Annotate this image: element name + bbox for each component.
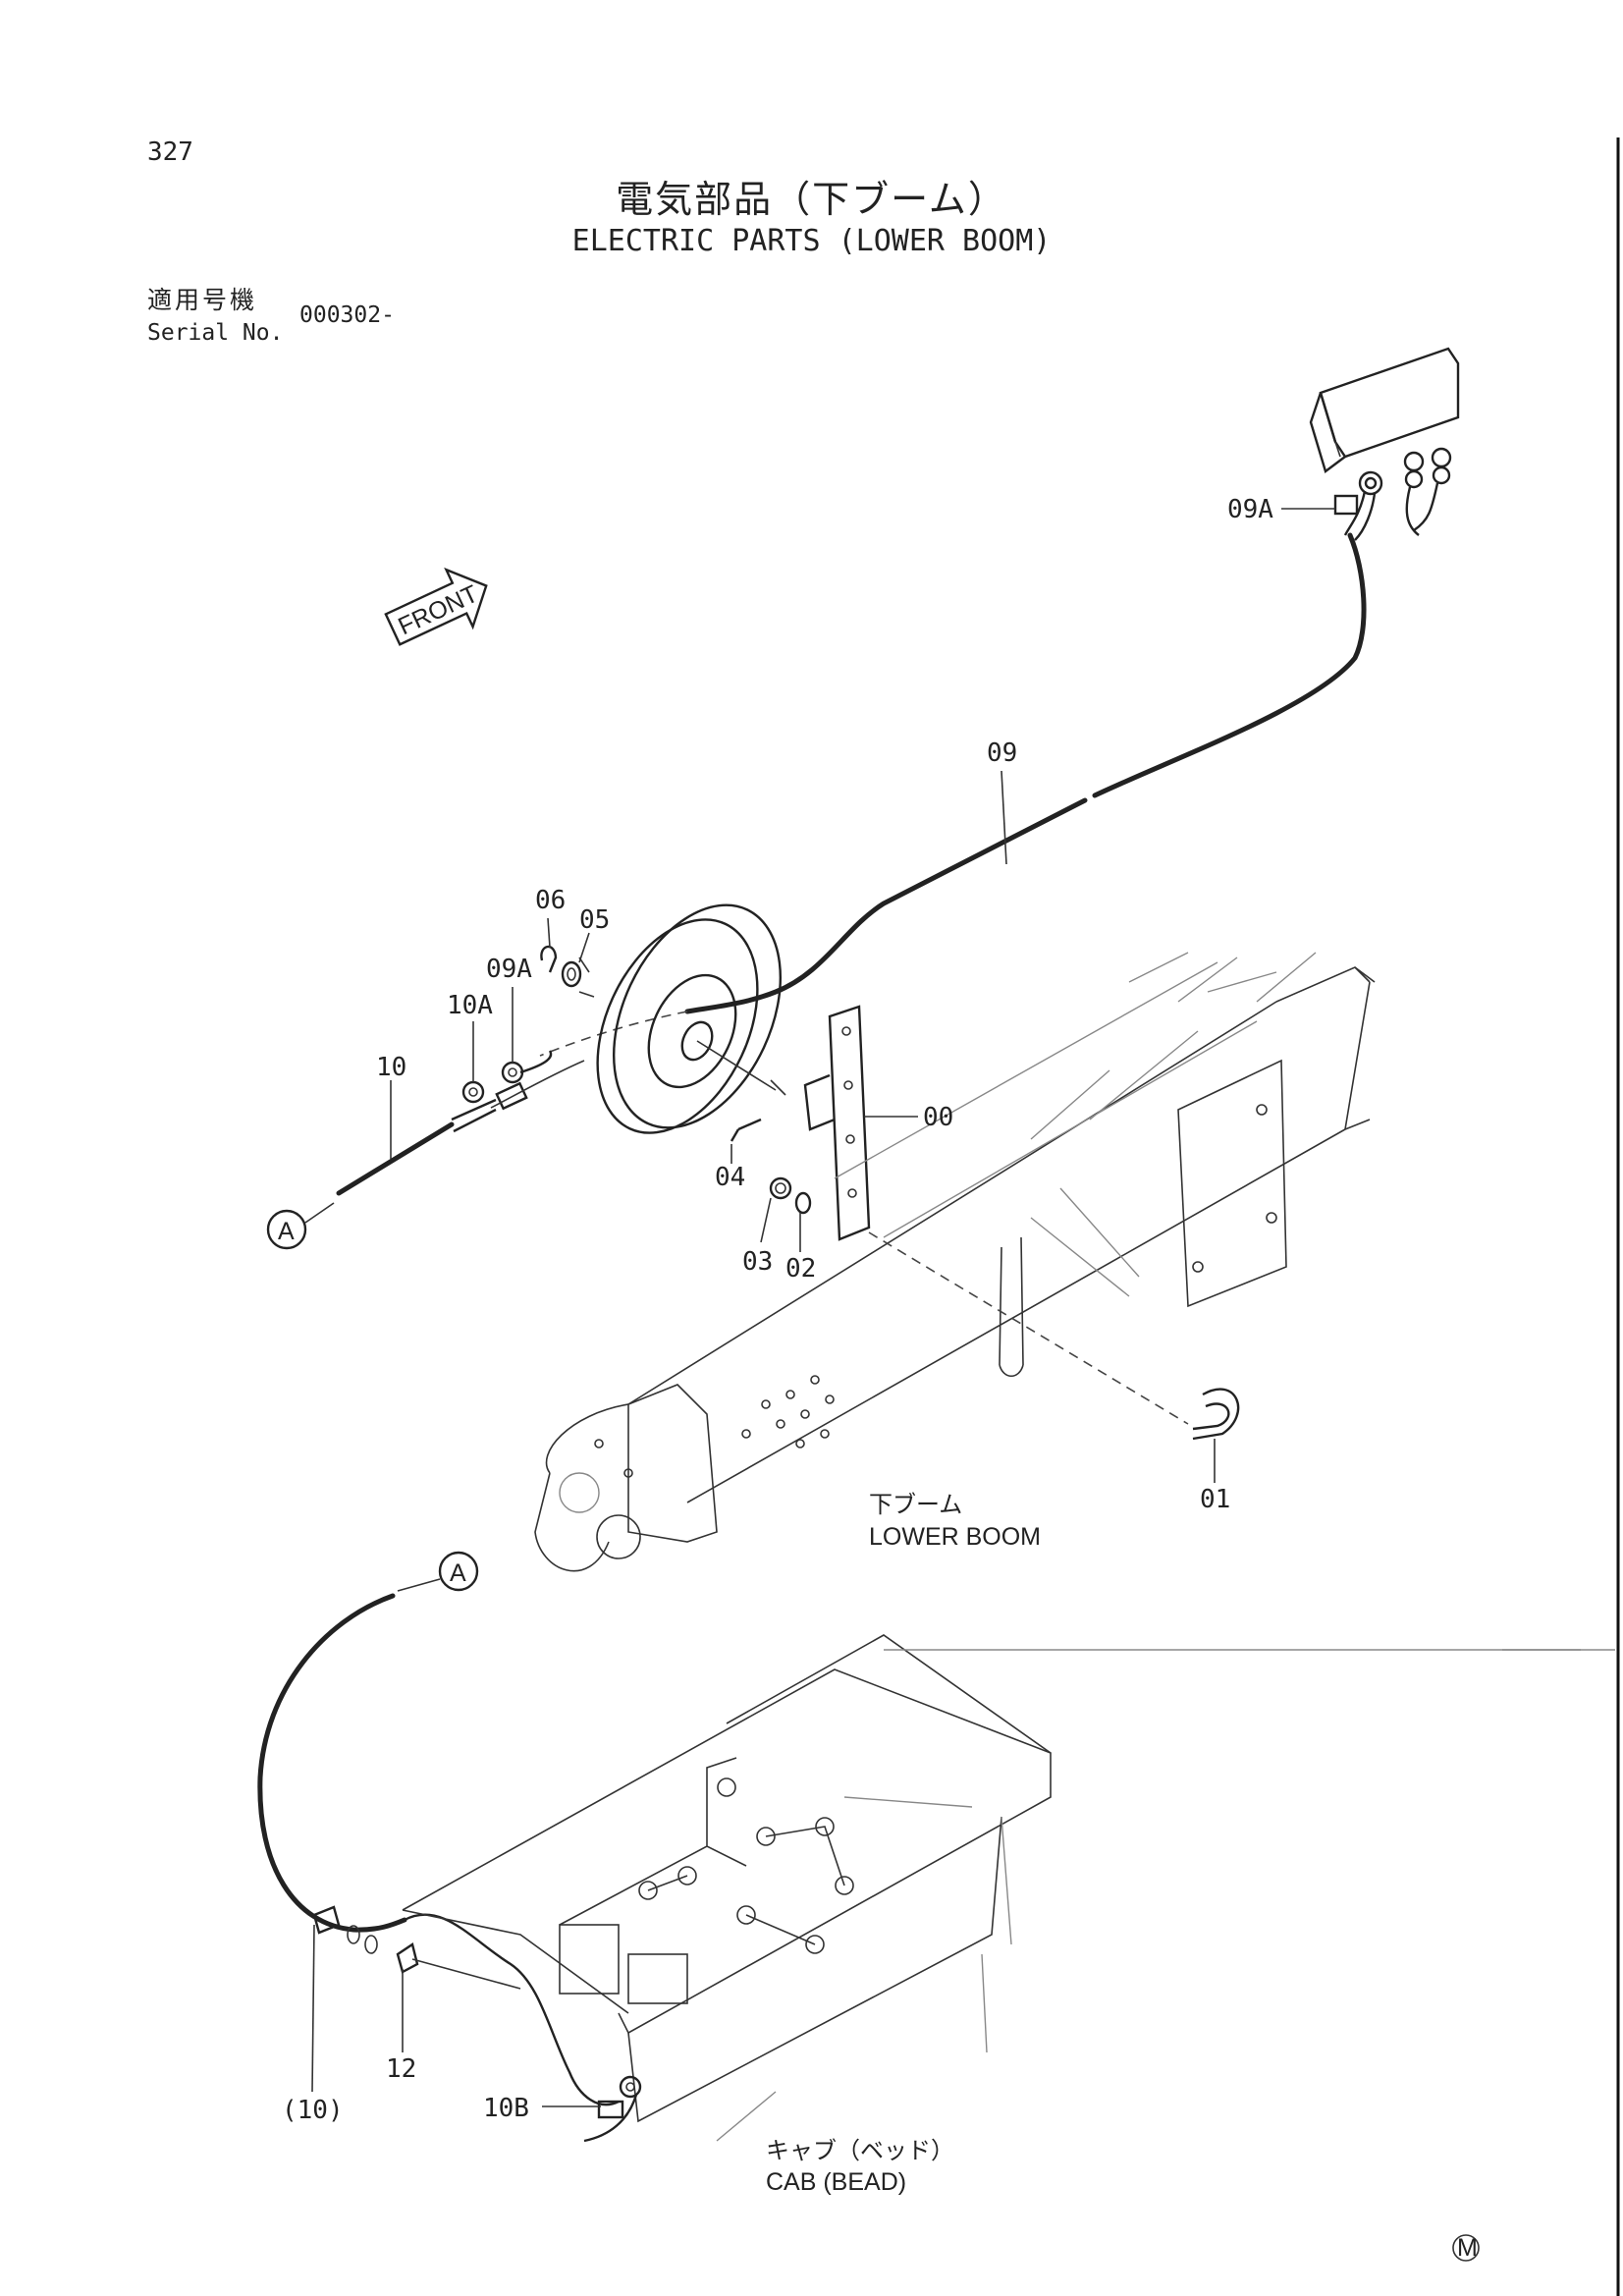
lower-boom (534, 952, 1376, 1572)
harness-10 (336, 1121, 455, 1196)
callout-04: 04 (715, 1163, 745, 1192)
leader-cab (716, 2091, 777, 2142)
callout-10a: 10A (447, 991, 493, 1020)
leader-09 (1001, 770, 1007, 865)
callout-12: 12 (386, 2054, 416, 2084)
junction-box (1309, 347, 1460, 473)
ref-a-top-label: A (278, 1218, 295, 1245)
callout-09: 09 (987, 738, 1017, 768)
leader-03 (760, 1197, 772, 1243)
page-number: 327 (147, 137, 193, 167)
front-arrow-icon: FRONT (384, 567, 488, 646)
callout-10: 10 (376, 1053, 406, 1082)
serial-label-english: Serial No. (147, 320, 284, 346)
corner-mark-label: M (1457, 2234, 1478, 2262)
washer-05 (561, 960, 582, 988)
connector-pair-right (1403, 447, 1452, 536)
leader-05 (578, 932, 590, 963)
lower-boom-label-en: LOWER BOOM (869, 1523, 1041, 1551)
callout-03: 03 (742, 1247, 773, 1277)
callout-09a-mid: 09A (486, 955, 532, 984)
callout-02: 02 (785, 1254, 816, 1284)
ref-circle-a-bottom: A (438, 1551, 479, 1592)
page-title-japanese: 電気部品（下ブーム） (616, 178, 1007, 221)
u-bolt-01 (1192, 1388, 1240, 1441)
lower-boom-label-jp: 下ブーム (869, 1491, 962, 1518)
callout-01: 01 (1200, 1485, 1230, 1514)
corner-mark-icon: M (1452, 2234, 1480, 2262)
leader-06 (547, 917, 551, 949)
serial-label-japanese: 適用号機 (147, 286, 258, 314)
cab-frame (402, 1634, 1581, 2123)
cab-label-jp: キャブ（ベッド） (766, 2137, 954, 2164)
harness-10-bottom (257, 1593, 407, 1933)
callout-10-paren: (10) (282, 2096, 344, 2125)
callout-06: 06 (535, 886, 566, 915)
nut-03 (769, 1176, 792, 1200)
clip-06 (540, 945, 558, 973)
harness-09-segment (684, 797, 1088, 1014)
page-title-english: ELECTRIC PARTS (LOWER BOOM) (571, 224, 1052, 258)
bracket-00 (803, 1005, 871, 1241)
connector-09a-top (1333, 470, 1383, 541)
callout-09a-top: 09A (1227, 495, 1273, 524)
connector-10b (583, 2075, 642, 2143)
reel-shaft (696, 1040, 786, 1096)
wing-nut-icon (312, 1905, 378, 1954)
washer-02 (794, 1191, 812, 1215)
callout-05: 05 (579, 905, 610, 935)
connector-10a (451, 1080, 497, 1133)
cab-label-en: CAB (BEAD) (766, 2168, 906, 2196)
mounting-guide-line (868, 1231, 1189, 1425)
leader-10-paren (311, 1924, 315, 2093)
serial-number-value: 000302- (299, 302, 395, 328)
pin-04 (730, 1118, 762, 1142)
ref-circle-a-top: A (266, 1209, 307, 1250)
callout-00: 00 (923, 1103, 953, 1132)
callout-10b: 10B (483, 2094, 529, 2123)
cable-reel (578, 903, 783, 1134)
harness-09 (1092, 532, 1367, 798)
ref-a-bottom-label: A (450, 1559, 466, 1587)
bracket-12 (396, 1942, 521, 1990)
